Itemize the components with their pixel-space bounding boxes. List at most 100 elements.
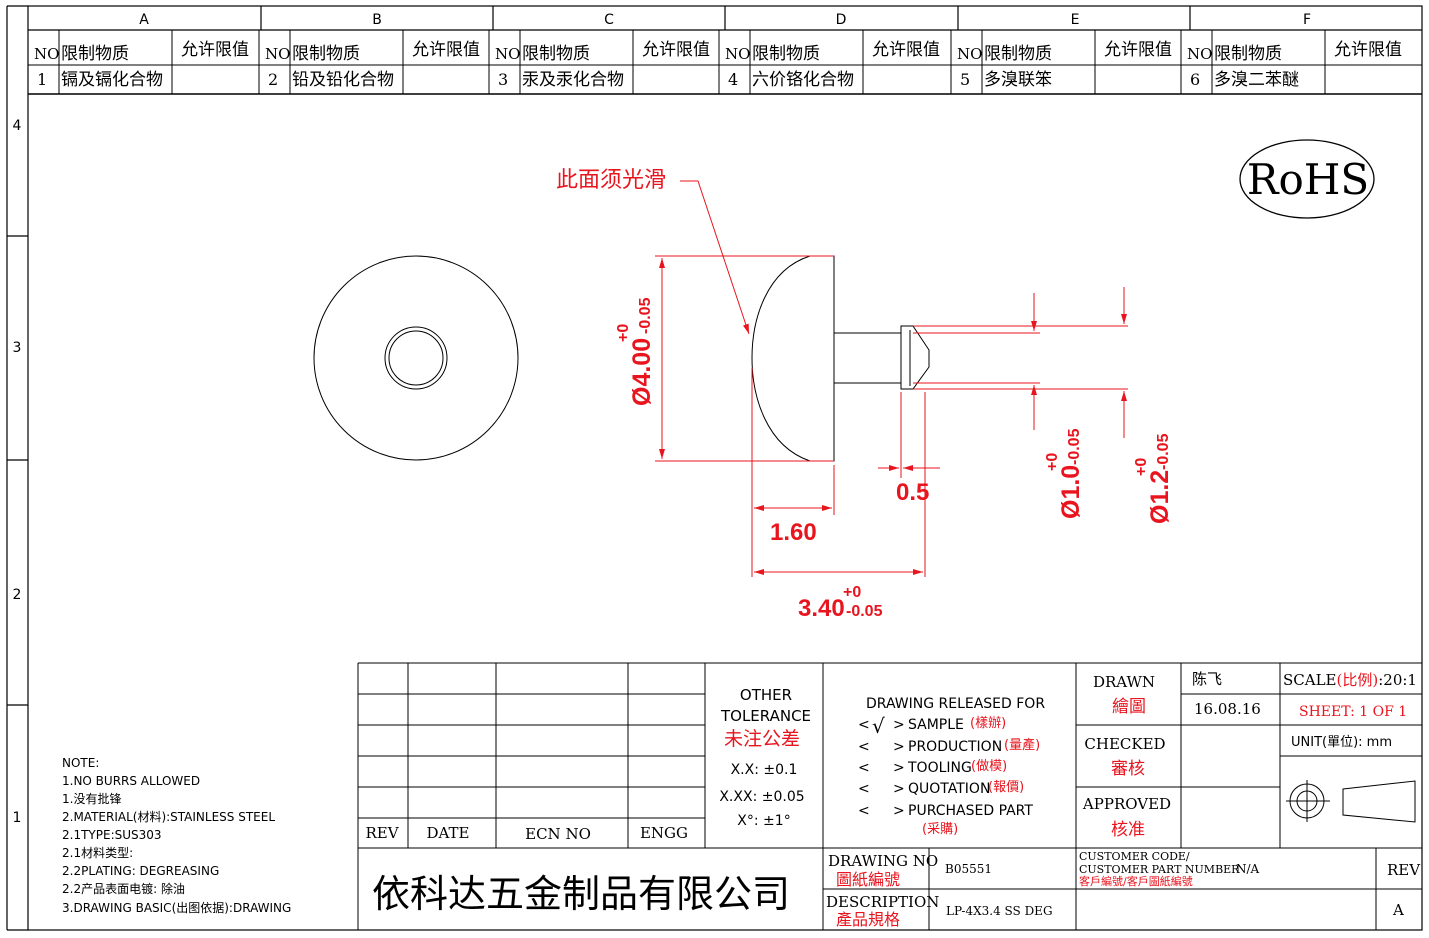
- dim-dia-4-lower: -0.05: [637, 297, 654, 334]
- zone-col-f: F: [1303, 12, 1311, 28]
- substance-no: 4: [728, 70, 738, 89]
- release-tooling: TOOLING: [907, 760, 972, 776]
- note-line: 2.1材料类型:: [62, 846, 133, 860]
- projection-symbol-icon: [1286, 780, 1416, 823]
- rohs-label: RoHS: [1247, 155, 1369, 204]
- substance-name: 六价铬化合物: [752, 70, 854, 90]
- engg-header: ENGG: [640, 824, 688, 842]
- dim-dia-4-upper: +0: [615, 324, 632, 342]
- description-label: DESCRIPTION: [826, 893, 939, 911]
- ecn-header: ECN NO: [525, 825, 591, 843]
- release-checkmark-icon: √: [872, 714, 885, 738]
- release-bracket-left: <: [858, 803, 870, 819]
- dim-len-340-upper: +0: [843, 584, 861, 601]
- release-purchased-cn: (采購): [922, 822, 958, 837]
- substance-no: 2: [268, 70, 278, 89]
- drawn-label-cn: 繪圖: [1112, 697, 1146, 717]
- side-view: [751, 255, 930, 462]
- substance-name-header: 限制物质: [752, 44, 820, 64]
- substance-name-header: 限制物质: [522, 44, 590, 64]
- callout-text: 此面须光滑: [556, 168, 666, 193]
- substance-name-header: 限制物质: [984, 44, 1052, 64]
- customer-value: N/A: [1236, 862, 1260, 876]
- substance-limit-header: 允许限值: [1334, 40, 1402, 60]
- substance-limit-header: 允许限值: [872, 40, 940, 60]
- release-bracket-left: <: [858, 781, 870, 797]
- substance-limit-header: 允许限值: [181, 40, 249, 60]
- substance-limit-header: 允许限值: [412, 40, 480, 60]
- drawing-frame: [6, 5, 1423, 931]
- substance-no: 3: [498, 70, 508, 89]
- note-line: 1.NO BURRS ALLOWED: [62, 774, 200, 788]
- release-sample: SAMPLE: [908, 717, 964, 733]
- drawing-no-value: B05551: [945, 862, 992, 876]
- dim-dia-4-main: Ø4.00: [628, 338, 656, 406]
- description-value: LP-4X3.4 SS DEG: [946, 904, 1053, 918]
- substance-no: 5: [960, 70, 970, 89]
- scale-label-cn: (比例): [1337, 671, 1379, 689]
- zone-row-3: 3: [13, 340, 22, 356]
- note-line: 2.2PLATING: DEGREASING: [62, 864, 219, 878]
- customer-part-label: CUSTOMER PART NUMBER: [1079, 863, 1240, 876]
- approved-label: APPROVED: [1082, 795, 1171, 813]
- drawn-date: 16.08.16: [1194, 700, 1261, 718]
- drawer-name: 陈飞: [1192, 670, 1222, 688]
- note-line: 1.没有批锋: [62, 791, 121, 806]
- dim-dia-1-main: Ø1.0: [1057, 465, 1085, 519]
- substance-name: 铅及铅化合物: [292, 70, 394, 90]
- substance-no-header: NO: [957, 45, 982, 63]
- zone-row-1: 1: [13, 810, 22, 826]
- substance-name-header: 限制物质: [292, 44, 360, 64]
- end-view: [313, 255, 519, 461]
- dim-dia-12-main: Ø1.2: [1146, 470, 1174, 524]
- substance-name-header: 限制物质: [1214, 44, 1282, 64]
- substance-name: 镉及镉化合物: [61, 70, 163, 90]
- zone-col-e: E: [1071, 12, 1080, 28]
- notes: NOTE: 1.NO BURRS ALLOWED 1.没有批锋 2.MATERI…: [62, 756, 291, 915]
- substance-name: 多溴二苯醚: [1214, 70, 1299, 90]
- tolerance-title-cn: 未注公差: [724, 728, 800, 750]
- release-bracket-left: <: [858, 739, 870, 755]
- release-purchased: PURCHASED PART: [908, 803, 1033, 819]
- substance-no-header: NO: [725, 45, 750, 63]
- tolerance-title-2: TOLERANCE: [720, 707, 811, 725]
- note-line: 2.1TYPE:SUS303: [62, 828, 162, 842]
- rohs-ellipse: [1239, 139, 1375, 219]
- release-bracket-right: >: [893, 803, 905, 819]
- customer-code-label: CUSTOMER CODE/: [1079, 850, 1190, 863]
- scale-label-en: SCALE: [1283, 671, 1337, 689]
- drawing-no-label: DRAWING NO: [828, 852, 938, 870]
- title-block: [357, 662, 1422, 930]
- scale-label: SCALE(比例):20:1: [1283, 671, 1417, 689]
- company-name: 依科达五金制品有限公司: [372, 872, 790, 916]
- dimension-text: 此面须光滑 Ø4.00 +0 -0.05 Ø1.0 +0 -0.05 Ø1.2 …: [556, 168, 1174, 622]
- substance-no-header: NO: [1187, 45, 1212, 63]
- tolerance-x1: X.X: ±0.1: [731, 762, 798, 778]
- unit-label: UNIT(單位): mm: [1291, 735, 1392, 750]
- release-tooling-cn: (做模): [971, 759, 1007, 774]
- rev-header: REV: [365, 824, 399, 842]
- dim-dia-1-upper: +0: [1044, 453, 1061, 471]
- scale-value: :20:1: [1378, 671, 1417, 689]
- checked-label-cn: 審核: [1111, 759, 1145, 779]
- release-bracket-left: <: [858, 760, 870, 776]
- substance-no: 6: [1190, 70, 1200, 89]
- drawn-label: DRAWN: [1093, 673, 1155, 691]
- dim-len-05: 0.5: [896, 479, 929, 506]
- tolerance-angle: X°: ±1°: [737, 813, 790, 829]
- dim-len-340-main: 3.40: [798, 595, 845, 622]
- substance-grid: [27, 30, 1423, 94]
- description-label-cn: 產品規格: [836, 910, 900, 929]
- dimension-lines: [655, 180, 1128, 577]
- note-line: 3.DRAWING BASIC(出图依据):DRAWING: [62, 900, 291, 915]
- sheet-label: SHEET: 1 OF 1: [1299, 704, 1407, 720]
- release-bracket-left: <: [858, 717, 870, 733]
- substance-name-header: 限制物质: [61, 44, 129, 64]
- zone-col-b: B: [372, 12, 382, 28]
- release-bracket-right: >: [893, 717, 905, 733]
- rev-label: REV: [1387, 861, 1421, 879]
- substance-no: 1: [37, 70, 47, 89]
- substance-name: 汞及汞化合物: [522, 70, 624, 90]
